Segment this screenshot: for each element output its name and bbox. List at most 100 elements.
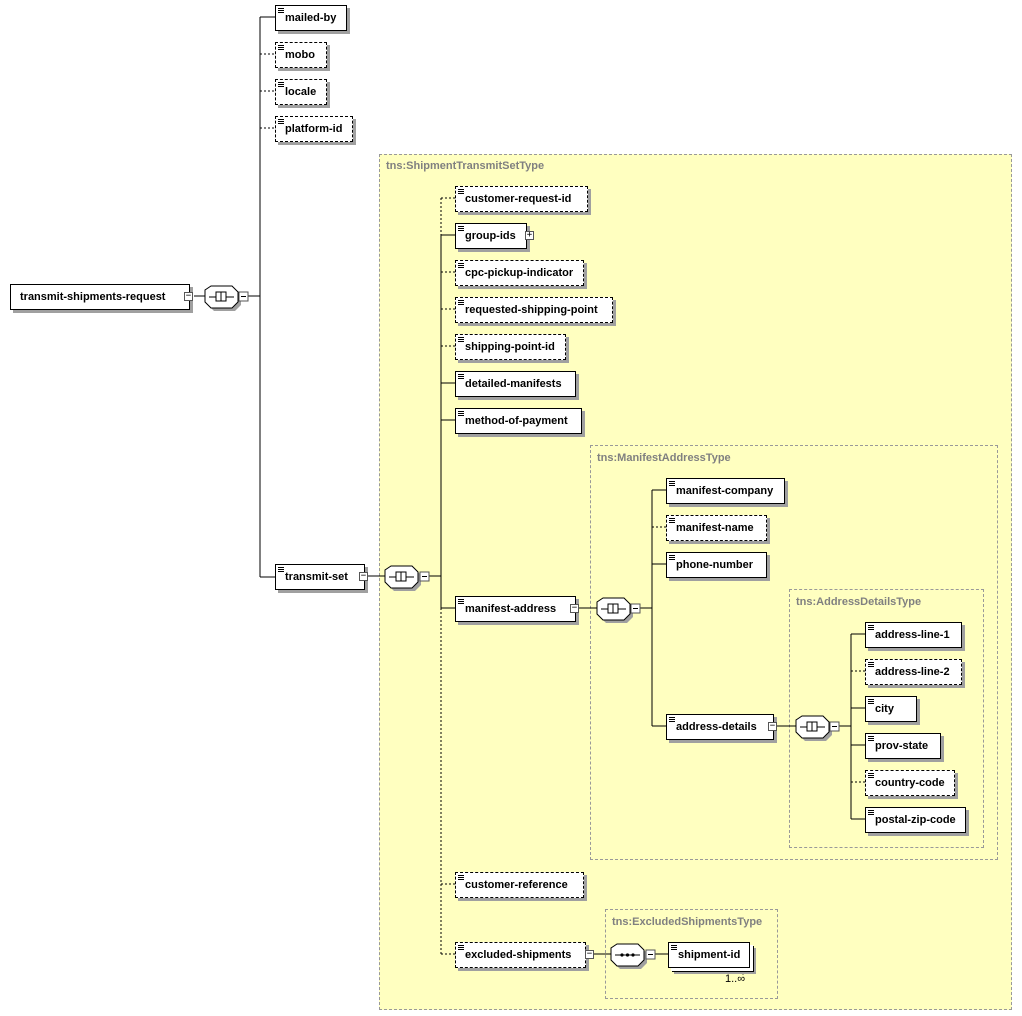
element-label: prov-state bbox=[875, 740, 929, 752]
element-label: manifest-name bbox=[676, 522, 754, 534]
element-label: platform-id bbox=[285, 123, 343, 135]
element-shipping-point-id[interactable]: shipping-point-id bbox=[455, 334, 566, 360]
element-customer-reference[interactable]: customer-reference bbox=[455, 872, 584, 898]
element-label: shipment-id bbox=[678, 949, 741, 961]
documentation-icon bbox=[458, 599, 464, 604]
element-method-of-payment[interactable]: method-of-payment bbox=[455, 408, 582, 434]
element-label: city bbox=[875, 703, 894, 715]
collapse-toggle[interactable]: − bbox=[570, 603, 579, 613]
address-details-type-panel bbox=[789, 589, 984, 848]
element-label: address-line-1 bbox=[875, 629, 950, 641]
collapse-toggle[interactable]: − bbox=[585, 949, 594, 959]
expand-toggle[interactable]: + bbox=[525, 230, 534, 240]
sequence-compositor-icon bbox=[795, 715, 840, 741]
element-label: manifest-company bbox=[676, 485, 774, 497]
element-label: transmit-shipments-request bbox=[20, 291, 166, 303]
address-details-type-label: tns:AddressDetailsType bbox=[796, 596, 922, 608]
element-label: excluded-shipments bbox=[465, 949, 572, 961]
element-label: customer-request-id bbox=[465, 193, 572, 205]
shipment-transmit-set-type-label: tns:ShipmentTransmitSetType bbox=[386, 160, 545, 172]
documentation-icon bbox=[458, 411, 464, 416]
element-address-line-1[interactable]: address-line-1 bbox=[865, 622, 962, 648]
element-label: postal-zip-code bbox=[875, 814, 956, 826]
element-transmit-shipments-request[interactable]: transmit-shipments-request bbox=[10, 284, 190, 310]
element-label: mobo bbox=[285, 49, 315, 61]
element-address-line-2[interactable]: address-line-2 bbox=[865, 659, 962, 685]
element-label: detailed-manifests bbox=[465, 378, 562, 390]
element-address-details[interactable]: address-details bbox=[666, 714, 774, 740]
element-city[interactable]: city bbox=[865, 696, 917, 722]
element-label: group-ids bbox=[465, 230, 516, 242]
element-detailed-manifests[interactable]: detailed-manifests bbox=[455, 371, 576, 397]
collapse-toggle[interactable]: − bbox=[359, 571, 368, 581]
documentation-icon bbox=[458, 945, 464, 950]
sequence-compositor-icon bbox=[596, 597, 641, 623]
documentation-icon bbox=[278, 82, 284, 87]
element-manifest-address[interactable]: manifest-address bbox=[455, 596, 576, 622]
documentation-icon bbox=[868, 736, 874, 741]
element-label: manifest-address bbox=[465, 603, 557, 615]
documentation-icon bbox=[868, 699, 874, 704]
documentation-icon bbox=[868, 773, 874, 778]
element-label: shipping-point-id bbox=[465, 341, 555, 353]
excluded-shipments-type-label: tns:ExcludedShipmentsType bbox=[612, 916, 763, 928]
element-prov-state[interactable]: prov-state bbox=[865, 733, 941, 759]
element-label: transmit-set bbox=[285, 571, 348, 583]
element-label: mailed-by bbox=[285, 12, 337, 24]
documentation-icon bbox=[278, 8, 284, 13]
element-manifest-name[interactable]: manifest-name bbox=[666, 515, 767, 541]
shipment-transmit-set-type-panel bbox=[379, 154, 1012, 1010]
element-transmit-set[interactable]: transmit-set bbox=[275, 564, 365, 590]
collapse-toggle[interactable]: − bbox=[768, 721, 777, 731]
element-phone-number[interactable]: phone-number bbox=[666, 552, 767, 578]
documentation-icon bbox=[458, 226, 464, 231]
documentation-icon bbox=[669, 481, 675, 486]
documentation-icon bbox=[669, 717, 675, 722]
element-label: country-code bbox=[875, 777, 945, 789]
manifest-address-type-panel bbox=[590, 445, 998, 860]
sequence-compositor-icon bbox=[204, 285, 249, 311]
documentation-icon bbox=[868, 625, 874, 630]
element-cpc-pickup-indicator[interactable]: cpc-pickup-indicator bbox=[455, 260, 584, 286]
documentation-icon bbox=[458, 875, 464, 880]
element-customer-request-id[interactable]: customer-request-id bbox=[455, 186, 588, 212]
documentation-icon bbox=[458, 189, 464, 194]
element-country-code[interactable]: country-code bbox=[865, 770, 955, 796]
element-label: address-line-2 bbox=[875, 666, 950, 678]
element-postal-zip-code[interactable]: postal-zip-code bbox=[865, 807, 966, 833]
element-requested-shipping-point[interactable]: requested-shipping-point bbox=[455, 297, 613, 323]
element-shipment-id[interactable]: shipment-id bbox=[668, 942, 750, 968]
element-label: locale bbox=[285, 86, 317, 98]
element-excluded-shipments[interactable]: excluded-shipments bbox=[455, 942, 586, 968]
documentation-icon bbox=[458, 374, 464, 379]
documentation-icon bbox=[868, 810, 874, 815]
sequence-compositor-icon bbox=[610, 943, 656, 969]
documentation-icon bbox=[868, 662, 874, 667]
documentation-icon bbox=[671, 945, 677, 950]
element-manifest-company[interactable]: manifest-company bbox=[666, 478, 785, 504]
occurrence-label: 1..∞ bbox=[725, 973, 746, 985]
manifest-address-type-label: tns:ManifestAddressType bbox=[597, 452, 731, 464]
element-label: method-of-payment bbox=[465, 415, 568, 427]
element-label: address-details bbox=[676, 721, 757, 733]
element-label: phone-number bbox=[676, 559, 753, 571]
element-mailed-by[interactable]: mailed-by bbox=[275, 5, 347, 31]
element-mobo[interactable]: mobo bbox=[275, 42, 327, 68]
documentation-icon bbox=[278, 119, 284, 124]
element-platform-id[interactable]: platform-id bbox=[275, 116, 353, 142]
documentation-icon bbox=[278, 567, 284, 572]
sequence-compositor-icon bbox=[384, 565, 430, 591]
element-label: cpc-pickup-indicator bbox=[465, 267, 574, 279]
documentation-icon bbox=[458, 337, 464, 342]
element-label: customer-reference bbox=[465, 879, 568, 891]
documentation-icon bbox=[458, 263, 464, 268]
documentation-icon bbox=[669, 518, 675, 523]
documentation-icon bbox=[458, 300, 464, 305]
documentation-icon bbox=[669, 555, 675, 560]
element-locale[interactable]: locale bbox=[275, 79, 327, 105]
collapse-toggle[interactable]: − bbox=[184, 291, 193, 301]
documentation-icon bbox=[278, 45, 284, 50]
element-label: requested-shipping-point bbox=[465, 304, 598, 316]
element-group-ids[interactable]: group-ids bbox=[455, 223, 527, 249]
